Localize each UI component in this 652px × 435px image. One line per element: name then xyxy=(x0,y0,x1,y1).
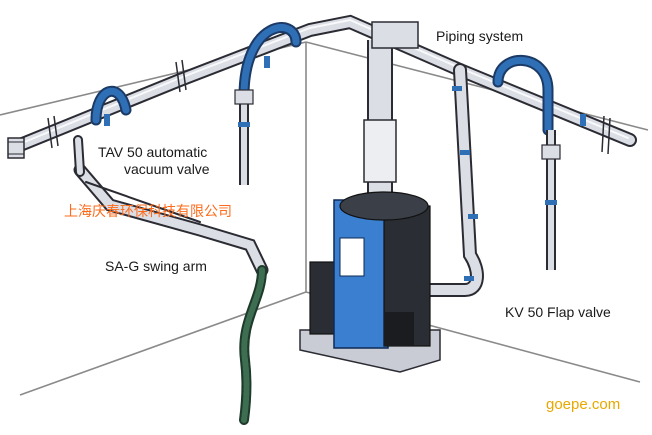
swing-arm xyxy=(73,135,269,277)
green-hose xyxy=(239,265,267,425)
flap-valve-label: KV 50 Flap valve xyxy=(505,304,611,320)
tav-valve-label: TAV 50 automatic vacuum valve xyxy=(98,144,210,178)
overhead-pipe xyxy=(13,14,637,152)
site-watermark: goepe.com xyxy=(546,396,621,413)
wall-mount-left xyxy=(7,137,25,159)
swing-arm-label: SA-G swing arm xyxy=(105,258,207,274)
pipe-collars xyxy=(104,56,586,281)
return-pipe xyxy=(393,63,484,297)
vacuum-unit xyxy=(299,191,441,373)
tav-valve-label-line2: vacuum valve xyxy=(124,161,210,177)
unit-feed-pipe xyxy=(363,21,419,200)
piping-system-label: Piping system xyxy=(436,28,524,44)
tav-valve-label-line1: TAV 50 automatic xyxy=(98,144,208,160)
company-watermark: 上海庆春环保科技有限公司 xyxy=(64,204,232,220)
drop-bends xyxy=(90,22,554,136)
pipe-break-marks xyxy=(47,59,611,155)
